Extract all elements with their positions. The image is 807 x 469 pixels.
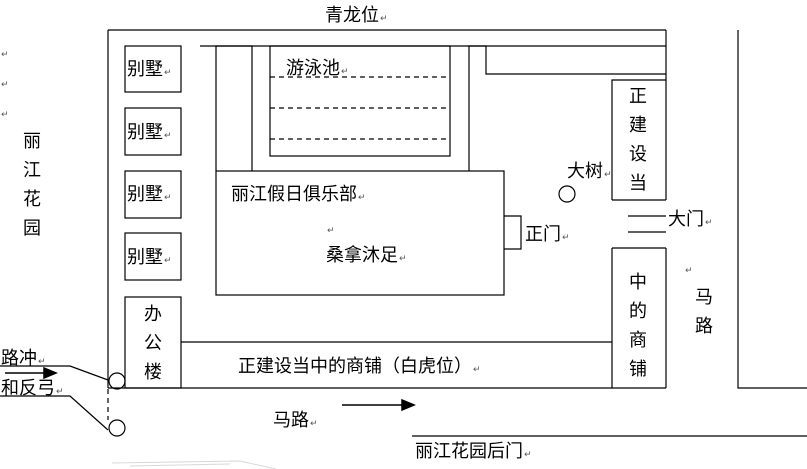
label-villa-2: 别墅↵ — [127, 123, 172, 146]
road-clash-line-upper — [0, 365, 109, 381]
road-clash-point-lower — [108, 419, 126, 437]
label-villa-3: 别墅↵ — [127, 185, 172, 208]
road-arrow-head — [401, 398, 416, 412]
label-garden-back-gate-text: 丽江花园后门 — [415, 441, 523, 462]
paragraph-mark: ↵ — [164, 256, 172, 266]
paragraph-mark: ↵ — [358, 193, 366, 203]
paragraph-mark: ↵ — [38, 357, 46, 367]
swimming-pool — [269, 45, 451, 157]
paragraph-mark: ↵ — [380, 14, 388, 24]
road-clash-arrow-head — [43, 366, 58, 380]
label-pool: 游泳池↵ — [286, 59, 349, 82]
label-villa-3-text: 别墅 — [127, 184, 163, 205]
paragraph-mark: ↵ — [473, 365, 481, 375]
paragraph-mark: ↵ — [562, 233, 570, 243]
villa-4 — [124, 232, 182, 281]
label-gate: 大门↵ — [668, 210, 713, 233]
label-office: 办公楼 — [143, 300, 163, 387]
label-shops-bottom: 正建设当中的商铺（白虎位）↵ — [238, 357, 481, 380]
paragraph-mark: ↵ — [341, 67, 349, 77]
paragraph-mark: ↵ — [524, 450, 532, 460]
label-office-text: 办公楼 — [144, 304, 162, 383]
label-shops-right-top: 正建设当 — [628, 82, 648, 198]
big-tree-marker — [558, 185, 576, 203]
label-road-clash-1-text: 路冲 — [1, 348, 37, 369]
label-shops-right-bottom-text: 中的商铺 — [629, 272, 647, 380]
margin-mark-4: ↵ — [684, 258, 693, 281]
label-villa-1-text: 别墅 — [127, 59, 163, 80]
paragraph-mark: ↵ — [1, 110, 9, 120]
label-road-clash-2: 和反弓↵ — [1, 379, 64, 402]
label-big-tree-text: 大树 — [567, 161, 603, 182]
scan-smudge — [111, 460, 277, 469]
label-club-empty-line: ↵ — [326, 218, 335, 241]
label-road-right-text: 马路 — [695, 287, 713, 337]
paragraph-mark: ↵ — [327, 226, 335, 236]
margin-mark-1: ↵ — [0, 42, 9, 65]
paragraph-mark: ↵ — [1, 50, 9, 60]
margin-mark-3: ↵ — [0, 102, 9, 125]
label-garden: 丽江花园 — [22, 127, 42, 243]
label-road-bottom-text: 马路 — [273, 410, 309, 431]
main-door-frame — [504, 215, 522, 250]
villa-1 — [124, 45, 182, 93]
label-garden-back-gate: 丽江花园后门↵ — [415, 442, 532, 465]
club-building — [215, 170, 505, 296]
right-corridor — [468, 45, 666, 171]
margin-mark-2: ↵ — [0, 72, 9, 95]
label-garden-text: 丽江花园 — [23, 131, 41, 239]
paragraph-mark: ↵ — [705, 218, 713, 228]
paragraph-mark: ↵ — [164, 193, 172, 203]
label-sauna-text: 桑拿沐足 — [326, 245, 398, 266]
paragraph-mark: ↵ — [399, 254, 407, 264]
paragraph-mark: ↵ — [1, 80, 9, 90]
right-road-edge — [737, 30, 807, 389]
label-shops-bottom-text: 正建设当中的商铺（白虎位） — [238, 356, 472, 377]
label-club: 丽江假日俱乐部↵ — [231, 185, 366, 208]
road-clash-line-lower — [0, 395, 109, 431]
label-qinglong: 青龙位↵ — [325, 6, 388, 29]
label-villa-2-text: 别墅 — [127, 122, 163, 143]
label-road-clash-2-text: 和反弓 — [1, 378, 55, 399]
right-shops-top — [611, 79, 666, 200]
label-club-text: 丽江假日俱乐部 — [231, 184, 357, 205]
label-villa-4: 别墅↵ — [127, 248, 172, 271]
label-qinglong-text: 青龙位 — [325, 5, 379, 26]
label-road-right: 马路 — [694, 283, 714, 341]
label-main-door-text: 正门 — [525, 224, 561, 245]
paragraph-mark: ↵ — [164, 68, 172, 78]
paragraph-mark: ↵ — [604, 170, 612, 180]
label-sauna: 桑拿沐足↵ — [326, 246, 407, 269]
label-road-bottom: 马路↵ — [273, 411, 318, 434]
label-shops-right-top-text: 正建设当 — [629, 86, 647, 194]
club-left-corridor — [215, 45, 253, 171]
paragraph-mark: ↵ — [56, 387, 64, 397]
paragraph-mark: ↵ — [685, 266, 693, 276]
paragraph-mark: ↵ — [164, 131, 172, 141]
label-pool-text: 游泳池 — [286, 58, 340, 79]
label-big-tree: 大树↵ — [567, 162, 612, 185]
label-main-door: 正门↵ — [525, 225, 570, 248]
villa-3 — [124, 170, 182, 219]
road-clash-point-upper — [108, 372, 126, 390]
label-shops-right-bottom: 中的商铺 — [628, 268, 648, 384]
paragraph-mark: ↵ — [310, 419, 318, 429]
right-shops-bottom — [611, 248, 666, 389]
label-villa-4-text: 别墅 — [127, 247, 163, 268]
villa-2 — [124, 107, 182, 156]
label-gate-text: 大门 — [668, 209, 704, 230]
label-villa-1: 别墅↵ — [127, 60, 172, 83]
label-road-clash-1: 路冲↵ — [1, 349, 46, 372]
